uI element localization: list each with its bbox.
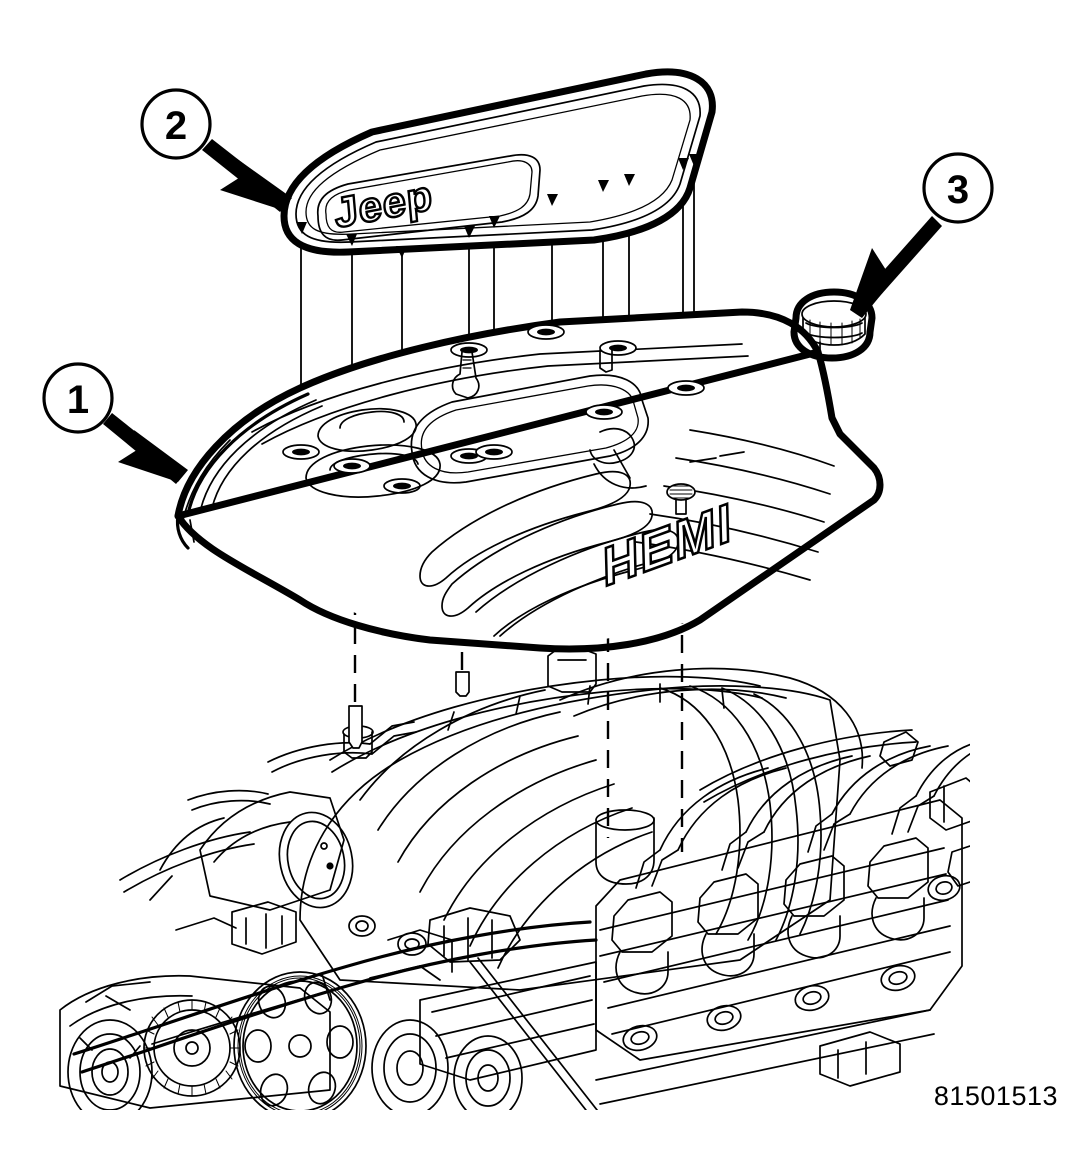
engine-cover-panel: HEMI bbox=[174, 308, 884, 653]
jeep-badge-plate: Jeep bbox=[280, 68, 716, 258]
callout-1-label: 1 bbox=[67, 378, 89, 422]
callout-2-label: 2 bbox=[165, 104, 187, 148]
callout-2-circle[interactable] bbox=[140, 88, 212, 160]
callout-1[interactable]: 1 bbox=[42, 362, 188, 484]
callout-1-circle[interactable] bbox=[42, 362, 114, 434]
callout-2[interactable]: 2 bbox=[140, 88, 292, 212]
callout-3-circle[interactable] bbox=[922, 152, 994, 224]
oil-fill-cap-part bbox=[790, 288, 876, 362]
hemi-v8-engine-assembly bbox=[59, 647, 970, 1110]
callout-3-label: 3 bbox=[947, 168, 969, 212]
figure-part-number: 81501513 bbox=[933, 1081, 1058, 1111]
callout-3[interactable]: 3 bbox=[850, 152, 994, 318]
